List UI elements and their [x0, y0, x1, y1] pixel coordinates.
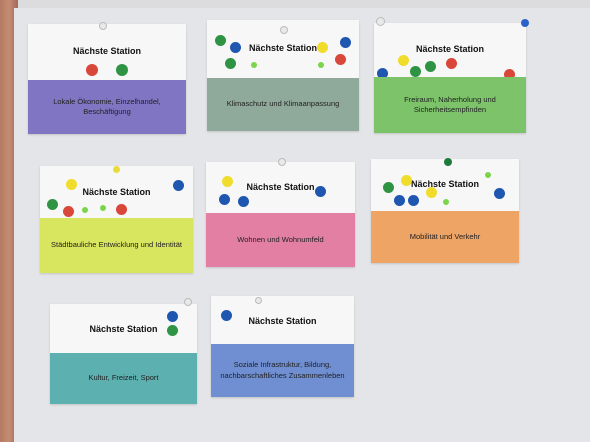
blue-sticker — [238, 196, 249, 207]
pushpin-icon — [444, 158, 452, 166]
red-sticker — [446, 58, 457, 69]
card-title: Nächste Station — [82, 187, 151, 197]
card-title: Nächste Station — [248, 43, 317, 53]
lime-sticker — [318, 62, 324, 68]
station-card-mobilitaet: Nächste Station Mobilität und Verkehr — [371, 159, 519, 263]
pushpin-icon — [184, 298, 192, 306]
blue-sticker — [377, 68, 388, 79]
card-label: Städtbauliche Entwicklung und Identität — [40, 218, 193, 273]
red-sticker — [335, 54, 346, 65]
lime-sticker — [100, 205, 106, 211]
blue-sticker — [315, 186, 326, 197]
card-title: Nächste Station — [248, 316, 317, 326]
red-sticker — [504, 69, 515, 80]
green-sticker — [47, 199, 58, 210]
blue-sticker — [408, 195, 419, 206]
green-sticker — [383, 182, 394, 193]
yellow-sticker — [66, 179, 77, 190]
pushpin-icon — [521, 19, 529, 27]
green-sticker — [116, 64, 128, 76]
card-label: Kultur, Freizeit, Sport — [50, 353, 197, 404]
brick-wall — [0, 0, 18, 442]
pushpin-icon — [376, 17, 385, 26]
lime-sticker — [82, 207, 88, 213]
station-card-wohnen: Nächste Station Wohnen und Wohnumfeld — [206, 162, 355, 267]
card-label: Mobilität und Verkehr — [371, 211, 519, 263]
blue-sticker — [394, 195, 405, 206]
yellow-sticker — [317, 42, 328, 53]
station-card-kultur: Nächste Station Kultur, Freizeit, Sport — [50, 304, 197, 404]
blue-sticker — [494, 188, 505, 199]
card-title: Nächste Station — [72, 46, 141, 56]
card-title: Nächste Station — [415, 44, 484, 54]
blue-sticker — [340, 37, 351, 48]
card-label: Soziale Infrastruktur, Bildung, nachbars… — [211, 344, 354, 397]
pushpin-icon — [99, 22, 107, 30]
station-card-klimaschutz: Nächste Station Klimaschutz und Klimaanp… — [207, 20, 359, 131]
green-sticker — [225, 58, 236, 69]
lime-sticker — [443, 199, 449, 205]
station-card-staedtebau: Nächste Station Städtbauliche Entwicklun… — [40, 166, 193, 273]
pushpin-icon — [255, 297, 262, 304]
blue-sticker — [173, 180, 184, 191]
card-label: Lokale Ökonomie, Einzelhandel, Beschäfti… — [28, 80, 186, 134]
card-title: Nächste Station — [410, 179, 479, 189]
card-title: Nächste Station — [89, 324, 158, 334]
lime-sticker — [251, 62, 257, 68]
yellow-sticker — [398, 55, 409, 66]
green-sticker — [410, 66, 421, 77]
yellow-sticker — [426, 187, 437, 198]
card-label: Klimaschutz und Klimaanpassung — [207, 78, 359, 131]
station-card-soziale-infrastruktur: Nächste Station Soziale Infrastruktur, B… — [211, 296, 354, 397]
card-label: Freiraum, Naherholung und Sicherheitsemp… — [374, 77, 526, 133]
blue-sticker — [230, 42, 241, 53]
red-sticker — [63, 206, 74, 217]
green-sticker — [167, 325, 178, 336]
red-sticker — [86, 64, 98, 76]
lime-sticker — [485, 172, 491, 178]
blue-sticker — [167, 311, 178, 322]
pushpin-icon — [278, 158, 286, 166]
card-label: Wohnen und Wohnumfeld — [206, 213, 355, 267]
pushpin-icon — [280, 26, 288, 34]
red-sticker — [116, 204, 127, 215]
station-card-lokale-oekonomie: Nächste Station Lokale Ökonomie, Einzelh… — [28, 24, 186, 134]
yellow-sticker — [401, 175, 412, 186]
blue-sticker — [221, 310, 232, 321]
blue-sticker — [219, 194, 230, 205]
pushpin-icon — [113, 166, 120, 173]
green-sticker — [215, 35, 226, 46]
green-sticker — [425, 61, 436, 72]
card-title: Nächste Station — [246, 182, 315, 192]
yellow-sticker — [222, 176, 233, 187]
station-card-freiraum: Nächste Station Freiraum, Naherholung un… — [374, 23, 526, 133]
